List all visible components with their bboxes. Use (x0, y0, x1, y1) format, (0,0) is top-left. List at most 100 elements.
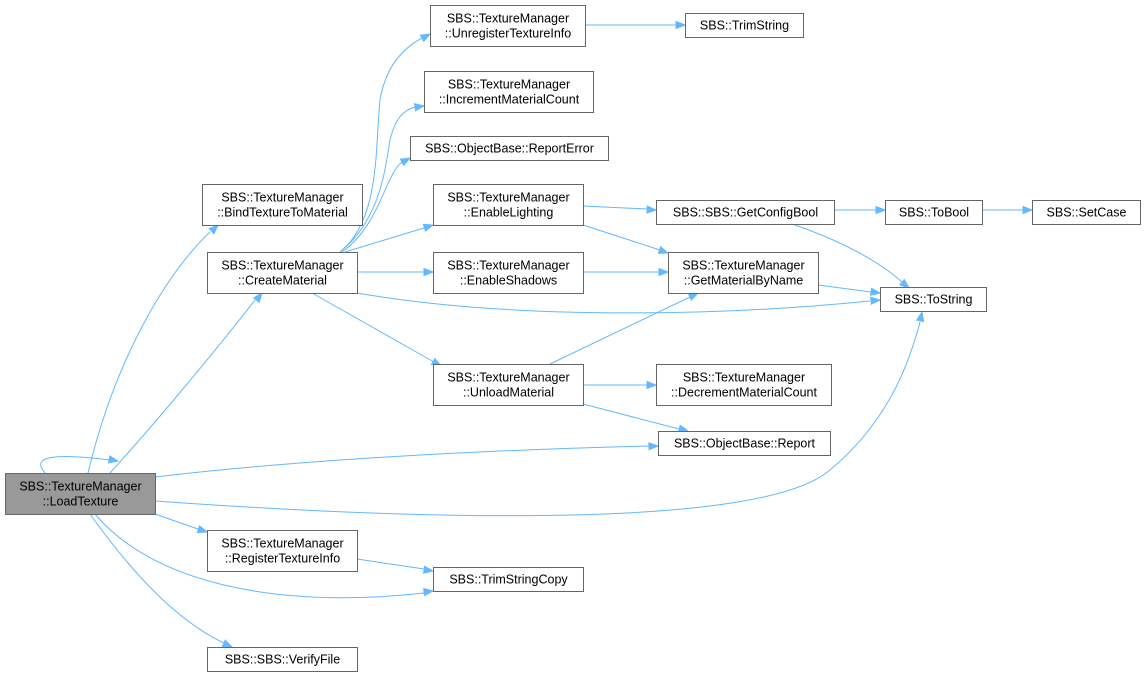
edge-line (94, 513, 425, 599)
node-label: SBS::TextureManager (447, 191, 569, 205)
node-label: ::DecrementMaterialCount (671, 386, 817, 400)
edge-line (344, 227, 425, 253)
node-box[interactable] (207, 647, 358, 672)
node-box[interactable] (202, 184, 363, 226)
node-label: ::BindTextureToMaterial (217, 206, 348, 220)
arrowhead (399, 157, 412, 167)
node-label: ::IncrementMaterialCount (439, 93, 580, 107)
node-label: SBS::TextureManager (447, 371, 569, 385)
arrowhead (899, 278, 911, 289)
nodes-layer: SBS::TextureManager::LoadTextureSBS::Tex… (5, 5, 1141, 672)
node-increment-material-count[interactable]: SBS::TextureManager::IncrementMaterialCo… (424, 71, 594, 113)
node-box[interactable] (433, 364, 584, 406)
edge-line (40, 456, 111, 474)
node-box[interactable] (685, 13, 804, 38)
node-label: SBS::SBS::GetConfigBool (673, 206, 818, 220)
node-box[interactable] (433, 252, 584, 294)
node-get-material-by-name[interactable]: SBS::TextureManager::GetMaterialByName (668, 252, 819, 294)
edge-load-texture-to-verify-file (89, 513, 234, 648)
node-decrement-material-count[interactable]: SBS::TextureManager::DecrementMaterialCo… (656, 364, 832, 406)
node-label: SBS::ObjectBase::Report (674, 437, 816, 451)
node-report[interactable]: SBS::ObjectBase::Report (658, 431, 831, 456)
edge-line (311, 292, 435, 363)
node-enable-shadows[interactable]: SBS::TextureManager::EnableShadows (433, 252, 584, 294)
arrowhead (648, 442, 660, 451)
arrowhead (221, 639, 234, 648)
node-box[interactable] (885, 200, 983, 225)
edge-line (339, 106, 417, 253)
node-label: SBS::TextureManager (221, 191, 343, 205)
arrowhead (658, 267, 670, 277)
node-set-case[interactable]: SBS::SetCase (1032, 200, 1141, 225)
node-label: SBS::TextureManager (19, 480, 141, 494)
node-box[interactable] (656, 364, 832, 406)
node-box[interactable] (656, 200, 835, 225)
edge-unload-material-to-report (582, 403, 690, 433)
edge-load-texture-to-to-string (154, 310, 925, 517)
node-box[interactable] (658, 431, 831, 456)
edge-get-config-bool-to-to-bool (834, 205, 887, 215)
node-box[interactable] (207, 530, 358, 572)
edge-create-material-to-to-string (356, 292, 882, 314)
node-label: SBS::TextureManager (682, 259, 804, 273)
node-unload-material[interactable]: SBS::TextureManager::UnloadMaterial (433, 364, 584, 406)
node-trim-string[interactable]: SBS::TrimString (685, 13, 804, 38)
node-label: SBS::TrimString (700, 19, 789, 33)
arrowhead (423, 587, 435, 597)
node-to-bool[interactable]: SBS::ToBool (885, 200, 983, 225)
edge-line (154, 513, 199, 530)
edge-enable-lighting-to-get-config-bool (582, 205, 658, 214)
node-label: ::CreateMaterial (238, 274, 327, 288)
edge-load-texture-to-load-texture (40, 455, 120, 474)
node-box[interactable] (207, 252, 358, 294)
edge-to-bool-to-set-case (982, 205, 1034, 215)
node-label: ::GetMaterialByName (684, 274, 804, 288)
arrowhead (1022, 205, 1034, 215)
node-label: SBS::TextureManager (683, 371, 805, 385)
node-label: SBS::TrimStringCopy (449, 573, 568, 587)
node-unregister-texture-info[interactable]: SBS::TextureManager::UnregisterTextureIn… (430, 5, 586, 47)
node-box[interactable] (668, 252, 819, 294)
edge-enable-lighting-to-get-material-by-name (582, 224, 670, 254)
node-create-material[interactable]: SBS::TextureManager::CreateMaterial (207, 252, 358, 294)
node-load-texture[interactable]: SBS::TextureManager::LoadTexture (5, 473, 156, 515)
edge-create-material-to-report-error (341, 157, 412, 253)
node-register-texture-info[interactable]: SBS::TextureManager::RegisterTextureInfo (207, 530, 358, 572)
node-get-config-bool[interactable]: SBS::SBS::GetConfigBool (656, 200, 835, 225)
edge-load-texture-to-create-material (109, 291, 263, 474)
node-report-error[interactable]: SBS::ObjectBase::ReportError (410, 136, 609, 161)
node-box[interactable] (5, 473, 156, 515)
edge-get-material-by-name-to-to-string (817, 284, 882, 296)
edge-create-material-to-unload-material (311, 292, 443, 367)
node-label: SBS::ObjectBase::ReportError (425, 142, 594, 156)
arrowhead (875, 205, 887, 215)
node-label: SBS::TextureManager (221, 259, 343, 273)
node-label: SBS::ToBool (899, 206, 969, 220)
node-label: SBS::SetCase (1047, 206, 1127, 220)
edges-layer (40, 20, 1034, 648)
node-box[interactable] (410, 136, 609, 161)
node-bind-texture-to-material[interactable]: SBS::TextureManager::BindTextureToMateri… (202, 184, 363, 226)
arrowhead (414, 103, 426, 112)
edge-line (341, 161, 403, 253)
arrowhead (252, 291, 263, 304)
edge-load-texture-to-report (154, 442, 660, 478)
edge-line (549, 296, 691, 365)
node-label: ::LoadTexture (43, 495, 119, 509)
node-to-string[interactable]: SBS::ToString (880, 287, 987, 312)
node-box[interactable] (424, 71, 594, 113)
node-enable-lighting[interactable]: SBS::TextureManager::EnableLighting (433, 184, 584, 226)
node-box[interactable] (433, 567, 584, 592)
node-box[interactable] (1032, 200, 1141, 225)
node-verify-file[interactable]: SBS::SBS::VerifyFile (207, 647, 358, 672)
node-label: SBS::TextureManager (221, 537, 343, 551)
node-label: ::EnableLighting (464, 206, 554, 220)
node-box[interactable] (433, 184, 584, 226)
node-trim-string-copy[interactable]: SBS::TrimStringCopy (433, 567, 584, 592)
arrowhead (107, 455, 120, 464)
node-label: SBS::TextureManager (447, 12, 569, 26)
arrowhead (423, 267, 435, 277)
node-box[interactable] (880, 287, 987, 312)
node-box[interactable] (430, 5, 586, 47)
